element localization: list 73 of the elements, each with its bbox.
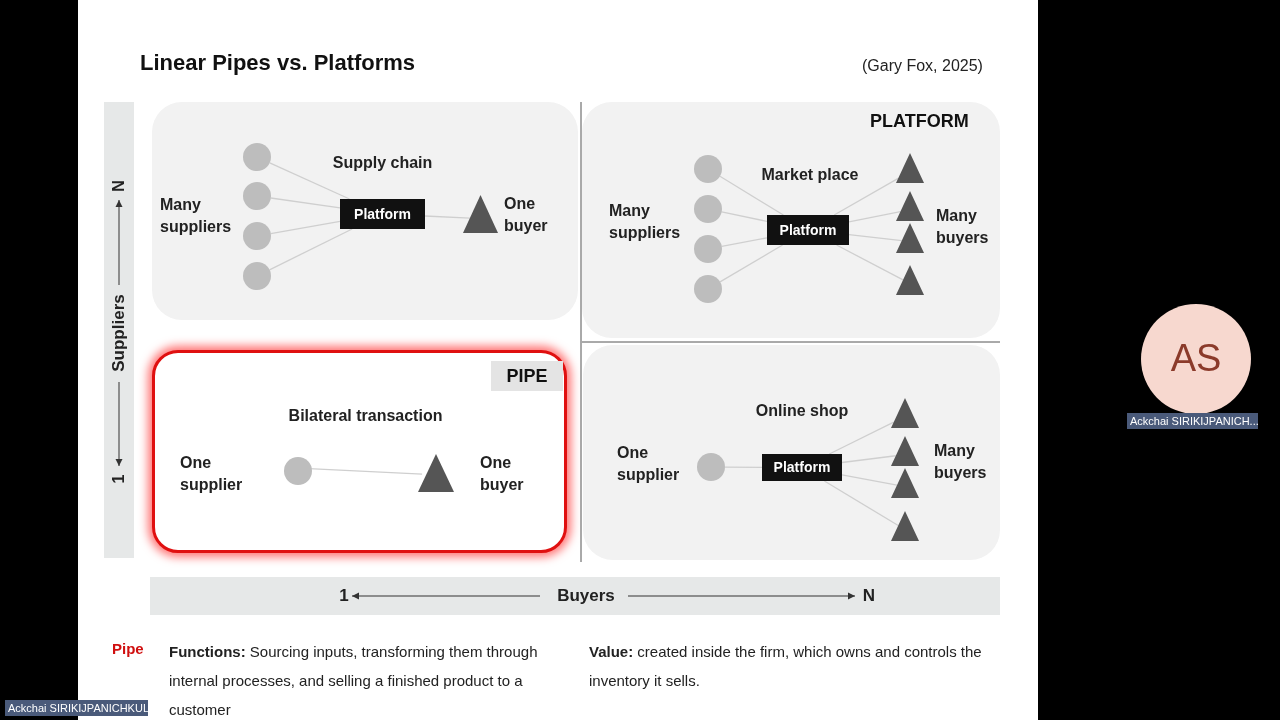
supplier-dot: [243, 222, 271, 250]
text-label: Many suppliers: [160, 195, 233, 237]
quadrant-panel: [152, 102, 578, 320]
quadrant-panel: [152, 350, 567, 553]
axis-label: 1: [338, 585, 350, 607]
description-text: Functions: Sourcing inputs, transforming them through internal processes, and selling a finished product to a customer: [169, 642, 539, 720]
supplier-dot: [694, 155, 722, 183]
platform-box: Platform: [762, 454, 842, 481]
buyer-triangle: [891, 398, 919, 428]
buyer-triangle: [418, 454, 454, 492]
supplier-dot: [243, 143, 271, 171]
quadrant-panel: [583, 345, 1000, 560]
text-label: Many suppliers: [609, 201, 682, 243]
node-caption: One buyer: [504, 194, 549, 236]
platform-box: Platform: [767, 215, 849, 245]
node-caption: One supplier: [617, 443, 681, 485]
panel-heading: PLATFORM: [870, 111, 970, 133]
name-tag: Ackchai SIRIKIJPANICH...: [1127, 413, 1258, 429]
axis-label: 1: [109, 473, 128, 486]
connector-line: [719, 244, 784, 283]
supplier-dot: [243, 262, 271, 290]
supplier-dot: [694, 275, 722, 303]
connector-line: [424, 215, 471, 219]
connector-line: [270, 197, 341, 209]
supplier-dot: [243, 182, 271, 210]
connector-line: [270, 220, 341, 235]
buyer-triangle: [896, 223, 924, 253]
supplier-dot: [694, 195, 722, 223]
connector-line: [719, 175, 785, 216]
axis-label: N: [861, 585, 877, 607]
buyer-triangle: [891, 511, 919, 541]
edge-label: Bilateral transaction: [287, 406, 444, 427]
axis-label: Buyers: [556, 585, 616, 607]
node-caption: One buyer: [480, 453, 525, 495]
connector-line: [268, 228, 353, 271]
quadrant-panel: [582, 102, 1000, 338]
connector-line: [841, 455, 897, 464]
connector-line: [848, 210, 902, 223]
source-citation: (Gary Fox, 2025): [862, 56, 984, 76]
connector-line: [833, 177, 899, 216]
connector-line: [848, 234, 903, 242]
supplier-dot: [284, 457, 312, 485]
node-caption: Market place: [760, 165, 860, 185]
node-caption: Online shop: [754, 401, 850, 421]
axis-label: N: [109, 179, 128, 193]
buyer-triangle: [891, 468, 919, 498]
section-label: Pipe: [112, 639, 145, 659]
name-tag: Ackchai SIRIKIJPANICHKUL: [5, 700, 148, 716]
platform-box: Platform: [340, 199, 425, 229]
supplier-dot: [697, 453, 725, 481]
text-label: Many buyers: [934, 441, 988, 483]
connector-line: [841, 474, 898, 486]
node-caption: One supplier: [180, 453, 244, 495]
buyer-triangle: [896, 153, 924, 183]
supplier-dot: [694, 235, 722, 263]
avatar-initials: AS: [1169, 336, 1223, 380]
buyer-triangle: [896, 191, 924, 221]
axis-label: Suppliers: [108, 293, 129, 374]
panel-heading: PIPE: [491, 361, 563, 391]
connector-line: [828, 421, 895, 455]
slide-title: Linear Pipes vs. Platforms: [140, 50, 416, 76]
connector-line: [721, 237, 768, 248]
node-caption: Supply chain: [331, 153, 434, 173]
connector-line: [835, 244, 904, 281]
buyer-triangle: [896, 265, 924, 295]
text-label: Many buyers: [936, 206, 990, 248]
connector-line: [724, 466, 763, 468]
description-text: Value: created inside the firm, which owns and controls the inventory it sells.: [589, 642, 983, 691]
connector-line: [269, 162, 351, 200]
buyer-triangle: [891, 436, 919, 466]
buyer-triangle: [463, 195, 498, 233]
connector-line: [721, 211, 768, 223]
connector-line: [823, 480, 899, 527]
